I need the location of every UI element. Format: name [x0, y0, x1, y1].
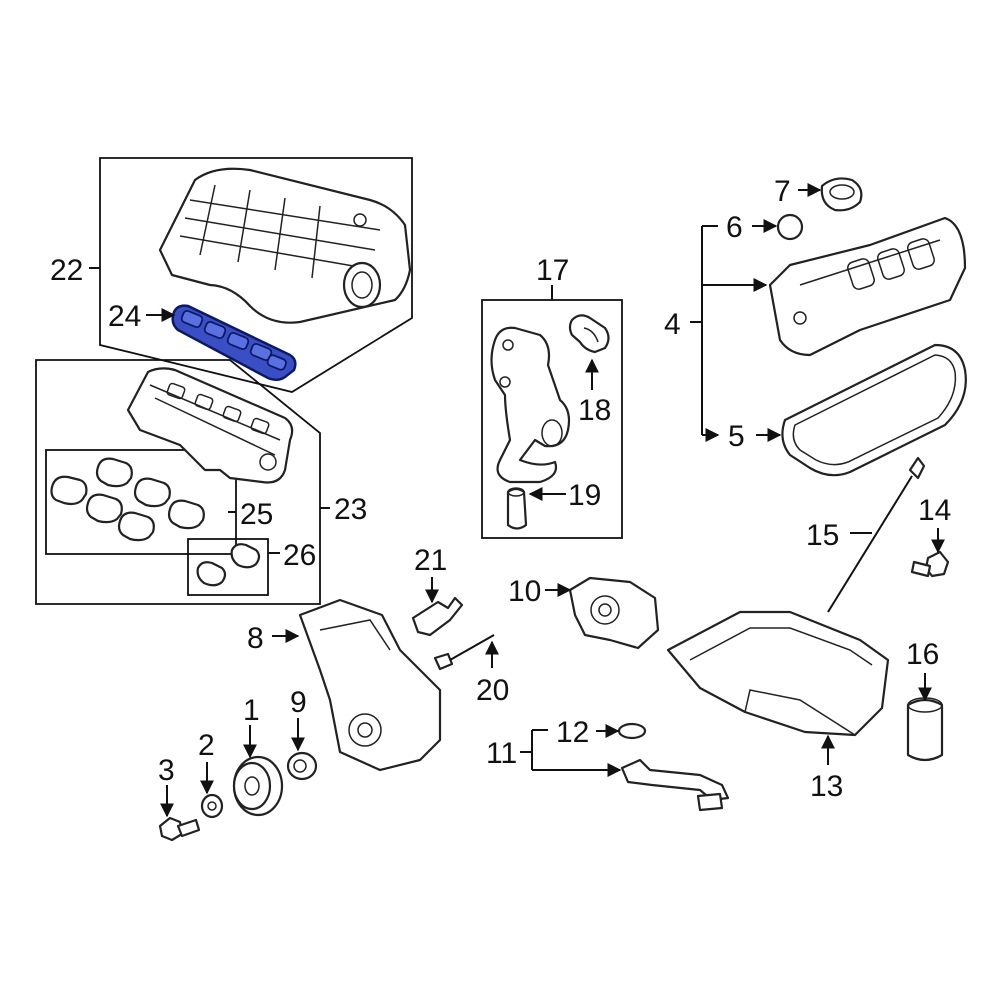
callout-22: 22 [50, 254, 83, 287]
box-lower-intake [35, 359, 321, 605]
callout-25: 25 [240, 498, 273, 531]
part-valve-cover[interactable] [768, 216, 967, 357]
callout-11: 11 [486, 737, 517, 770]
box-25-gaskets [45, 449, 237, 555]
part-20-bolt[interactable] [433, 634, 495, 671]
callout-9: 9 [290, 686, 307, 719]
callout-17: 17 [536, 254, 569, 287]
part-5-gasket-inner [792, 354, 957, 466]
callout-12: 12 [556, 716, 589, 749]
part-6-o-ring[interactable] [776, 213, 804, 241]
callout-15: 15 [806, 519, 839, 552]
callout-labels: 22 24 23 25 26 17 18 19 4 5 6 7 15 14 16… [50, 175, 951, 803]
part-9-seal[interactable] [286, 751, 318, 781]
callout-5: 5 [728, 420, 745, 453]
callout-6: 6 [726, 211, 743, 244]
callout-3: 3 [158, 754, 175, 787]
part-2-washer[interactable] [200, 793, 224, 819]
callout-19: 19 [568, 479, 601, 512]
box-upper-intake [99, 157, 413, 393]
callout-13: 13 [810, 770, 843, 803]
callout-4: 4 [664, 308, 681, 341]
callout-2: 2 [198, 729, 215, 762]
part-oil-filter-housing[interactable] [490, 326, 571, 484]
part-25-port-gaskets[interactable] [50, 457, 205, 542]
box-26-gaskets [187, 538, 269, 596]
part-15-dipstick[interactable] [827, 456, 926, 613]
part-19-filter-element[interactable] [506, 487, 528, 530]
part-1-pulley[interactable] [232, 755, 284, 817]
part-14-bolt[interactable] [910, 550, 950, 578]
part-24-intake-gasket-highlighted[interactable] [171, 304, 297, 381]
part-lower-intake-manifold[interactable] [126, 367, 294, 484]
callout-26: 26 [283, 539, 316, 572]
callout-14: 14 [918, 494, 951, 527]
part-upper-intake-manifold[interactable] [158, 167, 412, 324]
part-11-pickup-tube[interactable] [620, 758, 730, 812]
callout-7: 7 [774, 175, 791, 208]
callout-8: 8 [247, 622, 264, 655]
callout-24: 24 [108, 300, 141, 333]
part-26-gaskets[interactable] [196, 543, 261, 587]
part-5-valve-cover-gasket[interactable] [781, 343, 967, 477]
callout-16: 16 [906, 638, 939, 671]
leader-lines [89, 183, 945, 818]
callout-21: 21 [414, 544, 447, 577]
callout-1: 1 [243, 694, 260, 727]
part-18-clip[interactable] [568, 314, 610, 354]
part-8-timing-cover[interactable] [298, 598, 442, 772]
callout-18: 18 [578, 394, 611, 427]
part-12-o-ring[interactable] [617, 722, 647, 740]
part-16-oil-filter[interactable] [906, 697, 944, 762]
part-10-oil-pump[interactable] [568, 576, 660, 650]
part-7-oil-cap[interactable] [820, 177, 863, 212]
part-3-bolt[interactable] [158, 816, 201, 842]
part-13-oil-pan[interactable] [666, 610, 890, 737]
callout-10: 10 [508, 575, 541, 608]
callout-20: 20 [476, 674, 509, 707]
callout-23: 23 [334, 493, 367, 526]
part-21-sensor[interactable] [411, 596, 464, 637]
